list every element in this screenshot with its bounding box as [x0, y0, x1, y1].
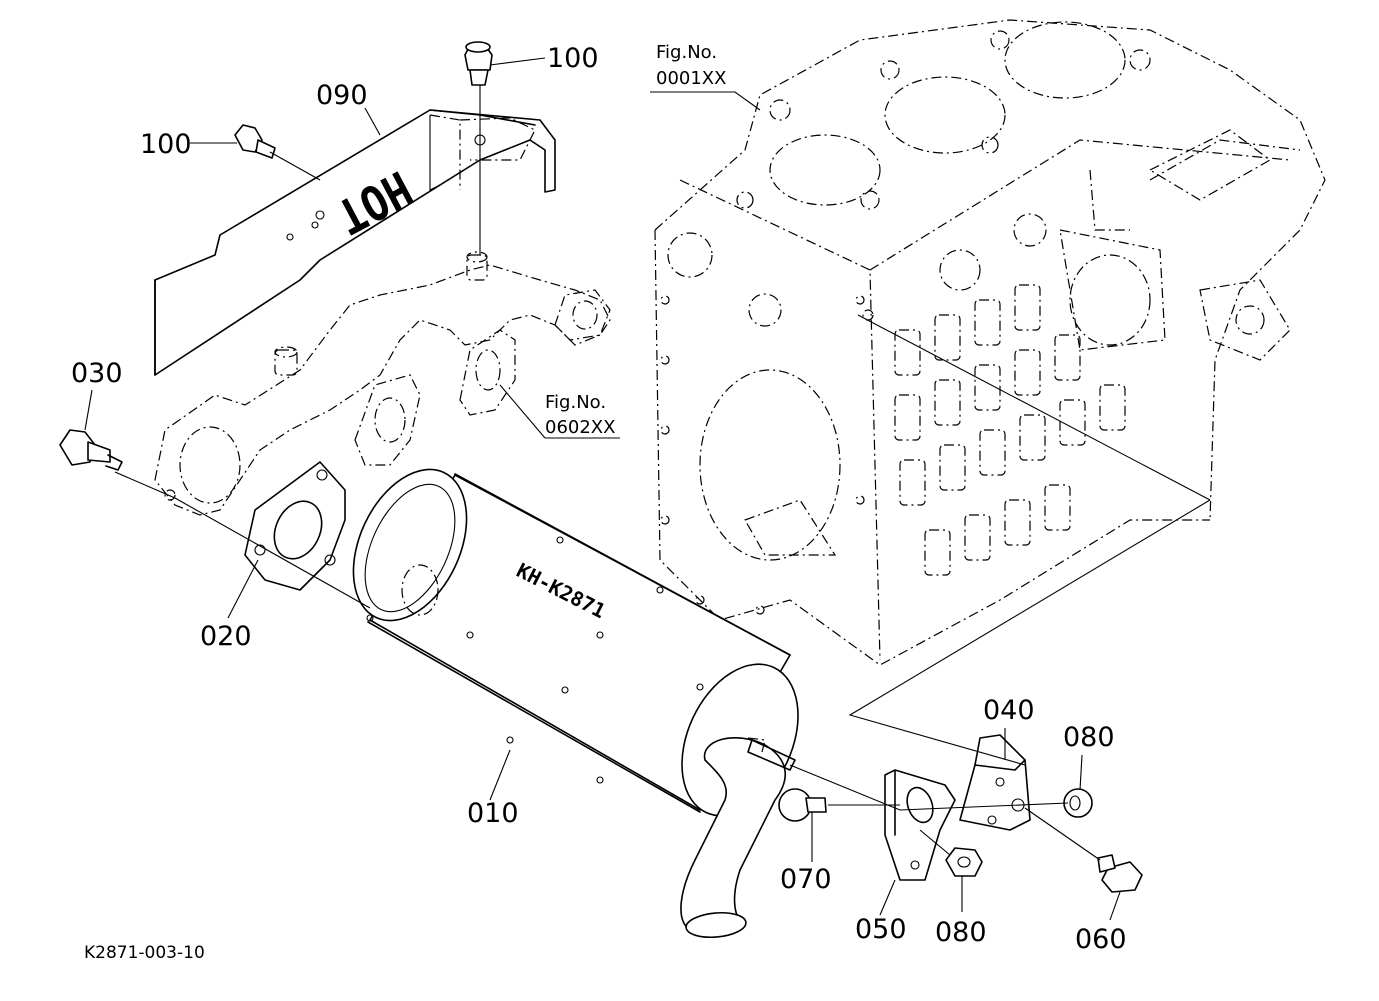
callout-030: 030 [71, 358, 123, 389]
figure-ref-manifold: Fig.No. 0602XX [545, 392, 615, 438]
figure-ref-manifold-label: Fig.No. [545, 392, 606, 413]
bolt-100-left [234, 124, 276, 159]
figure-ref-block-label: Fig.No. [656, 42, 717, 63]
bolt-100-top [464, 41, 493, 86]
drawing-id: K2871-003-10 [84, 943, 205, 963]
figure-ref-manifold-code: 0602XX [545, 417, 615, 438]
washer-080-right [1063, 788, 1093, 818]
bolt-060 [1097, 854, 1143, 893]
figure-ref-block-code: 0001XX [656, 68, 726, 89]
callout-090: 090 [316, 80, 368, 111]
nut-080-bottom [945, 847, 983, 877]
gasket [244, 461, 346, 591]
callout-070: 070 [780, 864, 832, 895]
block-side-ribs [894, 284, 1126, 576]
callout-020: 020 [200, 621, 252, 652]
bolt-030 [59, 429, 123, 471]
callout-040: 040 [983, 695, 1035, 726]
figure-ref-block: Fig.No. 0001XX [656, 42, 726, 89]
bracket-050 [884, 769, 956, 881]
callout-labels: 100 090 100 030 020 010 040 080 070 050 … [71, 43, 1127, 955]
callout-050: 050 [855, 914, 907, 945]
callout-080-right: 080 [1063, 722, 1115, 753]
callout-100-top: 100 [547, 43, 599, 74]
exhaust-manifold [154, 251, 611, 516]
heat-cover: HOT [154, 109, 556, 376]
callout-010: 010 [467, 798, 519, 829]
engine-block [654, 19, 1326, 666]
callout-060: 060 [1075, 924, 1127, 955]
muffler: KH-K2871 [352, 468, 799, 939]
callout-100-left: 100 [140, 129, 192, 160]
callout-080-bottom: 080 [935, 917, 987, 948]
bolt-070 [778, 788, 827, 822]
leader-lines [84, 57, 1211, 921]
